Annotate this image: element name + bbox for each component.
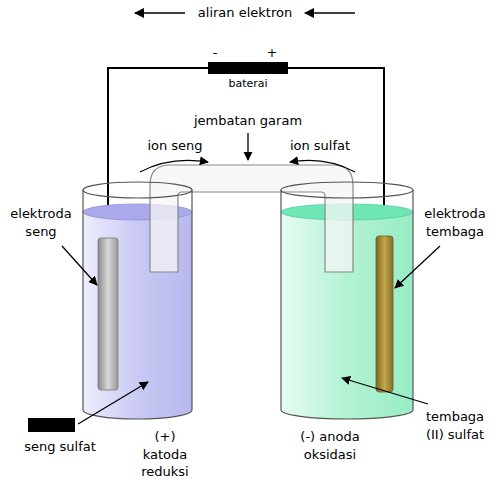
leader-arrow (78, 382, 148, 424)
electrode-label: elektroda seng (3, 205, 79, 240)
battery (208, 62, 288, 74)
terminal-sign: + (267, 44, 278, 62)
electron-arrow (135, 12, 185, 14)
flow-label: aliran elektron (198, 4, 292, 22)
salt-bridge (150, 165, 353, 272)
zinc-electrode (98, 238, 118, 390)
leader-arrow (62, 246, 97, 285)
electron-arrow (305, 12, 355, 14)
electrode-role-label: (+) katoda reduksi (135, 428, 195, 481)
leader-arrow (342, 378, 428, 404)
electrode-label: elektroda tembaga (417, 205, 493, 240)
terminal-sign: - (213, 44, 218, 62)
bridge-label: jembatan garam (194, 112, 302, 130)
leader-arrow (395, 246, 440, 288)
leader-arrow (247, 133, 248, 160)
black-block (28, 418, 75, 432)
electrode-role-label: (-) anoda oksidasi (297, 428, 363, 463)
ion-label: ion seng (147, 137, 202, 155)
battery-label: baterai (228, 77, 267, 92)
solution-label: tembaga (II) sulfat (423, 408, 487, 443)
ion-arrow (140, 160, 208, 172)
copper-electrode (376, 236, 393, 392)
ion-label: ion sulfat (290, 137, 350, 155)
ion-arrow (290, 160, 355, 172)
beaker (281, 182, 413, 419)
solution-label: seng sulfat (24, 438, 96, 456)
beaker (83, 182, 192, 419)
